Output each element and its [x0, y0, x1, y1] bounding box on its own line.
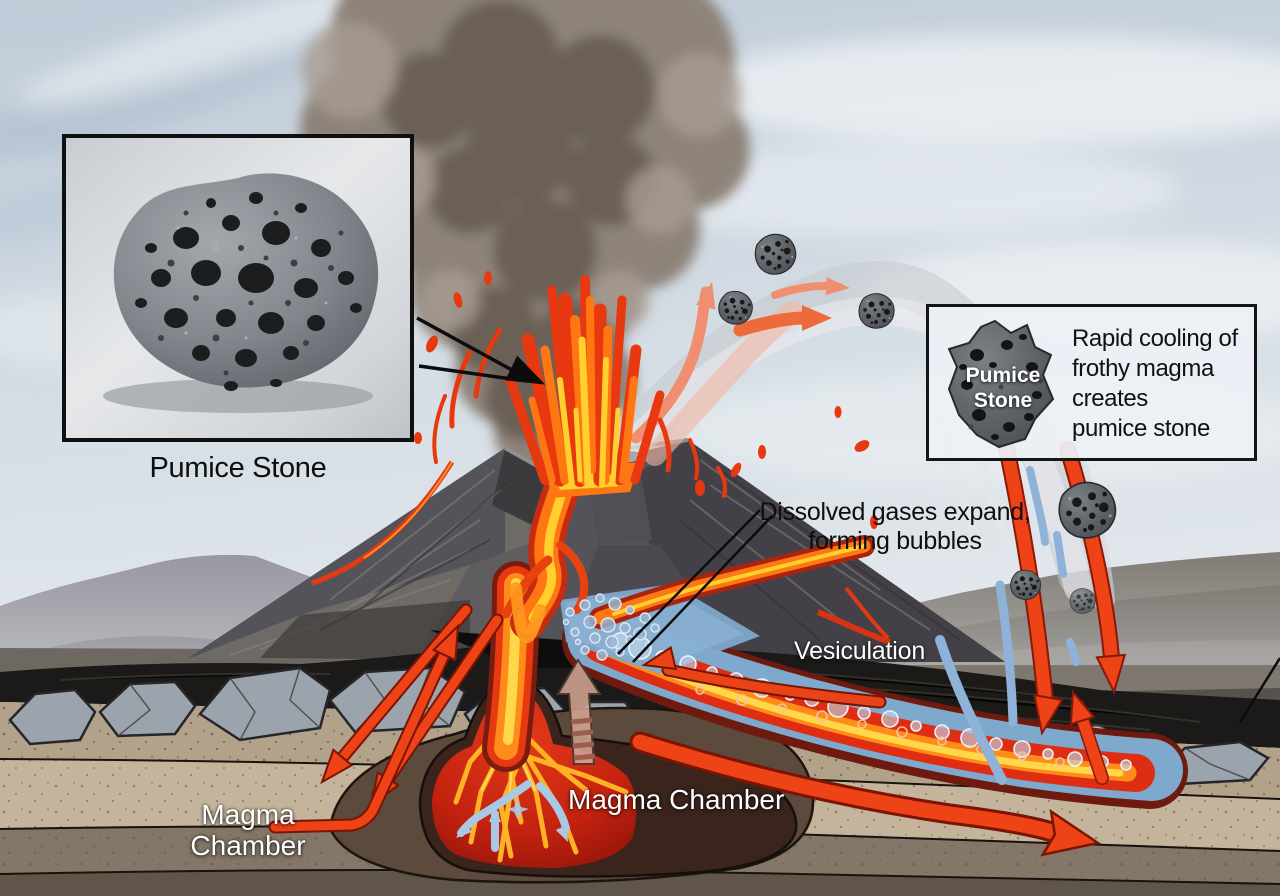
lateral-flow-arrow-icon — [629, 731, 1102, 857]
pumice-stone-photo — [103, 173, 379, 413]
band-flow-arrow-icon — [641, 645, 887, 709]
rapid-cooling-info-box: Pumice Stone Rapid cooling of frothy mag… — [926, 304, 1257, 461]
info-stone-label: Pumice Stone — [965, 364, 1041, 412]
annotation-lines — [416, 316, 1280, 723]
pumice-inset-box — [62, 134, 414, 442]
magma-chamber-left-label: Magma Chamber — [190, 799, 306, 861]
left-flow-arrows — [268, 603, 504, 834]
lava-fountain — [414, 271, 878, 529]
pumice-stone-small-icon — [947, 319, 1055, 449]
magma-chamber-right-label: Magma Chamber — [568, 784, 785, 815]
info-text: Rapid cooling of frothy magma creates pu… — [1072, 325, 1238, 442]
inset-caption: Pumice Stone — [149, 452, 327, 484]
dissolved-gases-label: Dissolved gases expand, forming bubbles — [759, 498, 1031, 555]
rising-magma-arrow-icon — [556, 658, 602, 765]
vesiculation-label: Vesiculation — [794, 637, 926, 665]
gas-bubble-cluster — [562, 593, 660, 661]
